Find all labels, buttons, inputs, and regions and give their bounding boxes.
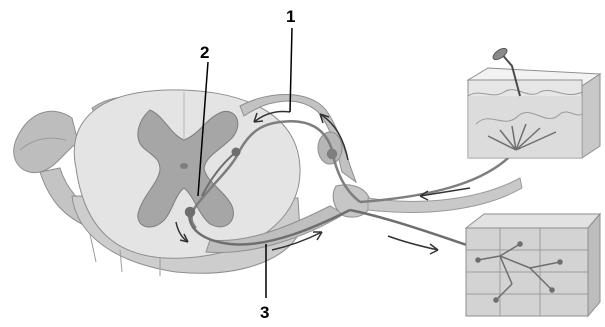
motor-neuron-cell-body: [186, 208, 194, 216]
interneuron-cell-body: [233, 149, 240, 156]
label-2: 2: [200, 43, 209, 62]
arrow-to-muscle: [388, 236, 438, 250]
label-1: 1: [286, 7, 295, 26]
skin-tissue-block: [468, 46, 600, 158]
muscle-tissue-block: [466, 214, 600, 316]
dorsal-root-ganglion: [318, 132, 342, 164]
label-3: 3: [260, 303, 269, 322]
